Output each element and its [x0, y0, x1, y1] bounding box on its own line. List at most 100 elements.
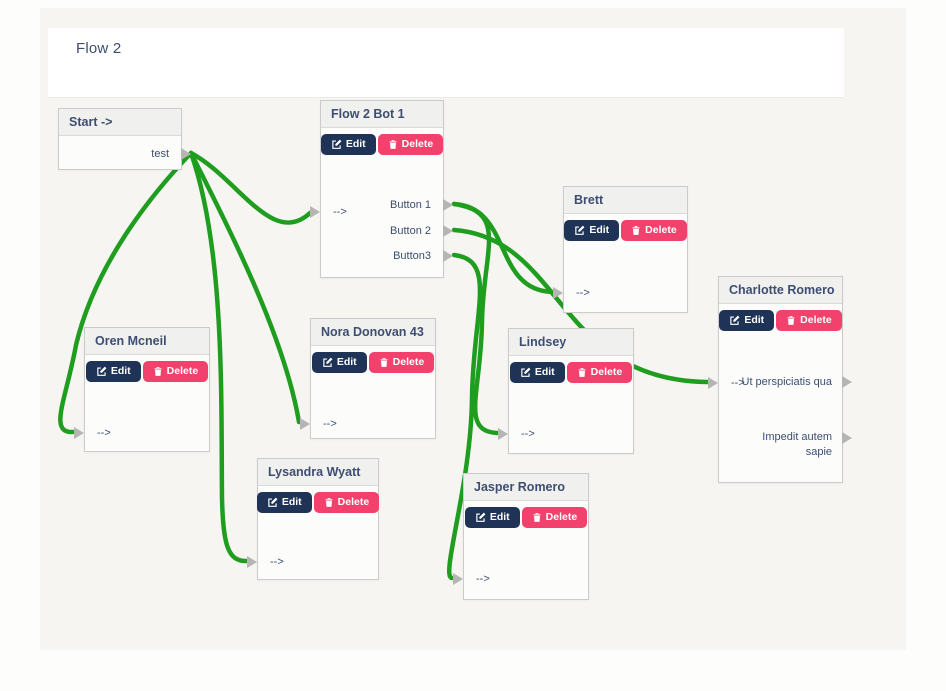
input-port-icon[interactable] — [247, 556, 257, 568]
edit-pencil-icon — [476, 512, 486, 522]
output-row: test — [59, 146, 181, 162]
input-label: --> — [270, 556, 284, 568]
input-port-icon[interactable] — [300, 418, 310, 430]
output-label: Button 2 — [390, 225, 431, 237]
node-title: Nora Donovan 43 — [311, 319, 435, 346]
edit-button[interactable]: Edit — [464, 507, 520, 528]
delete-button[interactable]: Delete — [377, 134, 444, 155]
output-port-icon[interactable] — [443, 250, 453, 262]
node-nora[interactable]: Nora Donovan 43 Edit Delete --> — [300, 318, 436, 439]
trash-icon — [787, 316, 795, 325]
output-port-icon[interactable] — [443, 199, 453, 211]
node-title: Brett — [564, 187, 687, 214]
input-row: --> — [321, 204, 443, 220]
delete-button[interactable]: Delete — [566, 362, 633, 383]
edit-button[interactable]: Edit — [564, 220, 620, 241]
input-port-icon[interactable] — [553, 287, 563, 299]
output-label: Button 1 — [390, 199, 431, 211]
edit-pencil-icon — [332, 139, 342, 149]
input-label: --> — [576, 287, 590, 299]
trash-icon — [632, 226, 640, 235]
flow-title: Flow 2 — [76, 40, 122, 57]
output-label: test — [151, 148, 169, 160]
delete-button-label: Delete — [800, 314, 832, 327]
output-text: Ut perspiciatis qua — [741, 376, 833, 388]
output-port-icon[interactable] — [842, 432, 852, 444]
delete-button[interactable]: Delete — [313, 492, 380, 513]
delete-button-label: Delete — [545, 511, 578, 524]
node-title: Jasper Romero — [464, 474, 588, 501]
output-label: Button3 — [393, 250, 431, 262]
edit-button[interactable]: Edit — [85, 361, 141, 382]
node-actions: Edit Delete — [509, 362, 633, 383]
connection-line-start-test-to-bot1-input — [188, 150, 313, 225]
delete-button[interactable]: Delete — [521, 507, 588, 528]
delete-button-label: Delete — [401, 138, 434, 151]
edit-button[interactable]: Edit — [719, 310, 775, 331]
connection-line-start-test-to-lysandra-input — [188, 150, 249, 564]
input-port-icon[interactable] — [310, 206, 320, 218]
output-port-icon[interactable] — [181, 148, 191, 160]
trash-icon — [533, 513, 541, 522]
edit-button[interactable]: Edit — [320, 134, 376, 155]
input-row: --> — [564, 285, 687, 301]
input-row: --> — [311, 416, 435, 432]
input-port-icon[interactable] — [498, 428, 508, 440]
node-actions: Edit Delete — [719, 310, 842, 331]
node-title: Start -> — [59, 109, 181, 136]
node-actions: Edit Delete — [320, 134, 444, 155]
node-actions: Edit Delete — [256, 492, 380, 513]
flow-header: Flow 2 — [48, 28, 844, 98]
edit-button-label: Edit — [281, 496, 302, 509]
input-port-icon[interactable] — [74, 427, 84, 439]
trash-icon — [325, 498, 333, 507]
input-port-icon[interactable] — [453, 573, 463, 585]
input-row: --> — [464, 571, 588, 587]
trash-icon — [389, 140, 397, 149]
delete-button[interactable]: Delete — [621, 220, 687, 241]
node-actions: Edit Delete — [311, 352, 435, 373]
output-port-icon[interactable] — [443, 225, 453, 237]
node-title: Lindsey — [509, 329, 633, 356]
node-title: Charlotte Romero — [719, 277, 842, 304]
edit-button-label: Edit — [489, 511, 510, 524]
edit-button-label: Edit — [336, 356, 357, 369]
delete-button[interactable]: Delete — [142, 361, 209, 382]
node-title: Lysandra Wyatt — [258, 459, 378, 486]
edit-button-label: Edit — [589, 224, 610, 237]
output-text: Impedit autem sapie — [762, 431, 832, 458]
edit-pencil-icon — [97, 366, 107, 376]
edit-pencil-icon — [730, 315, 740, 325]
trash-icon — [154, 367, 162, 376]
connection-line-start-test-to-nora-input — [188, 150, 302, 425]
delete-button[interactable]: Delete — [776, 310, 842, 331]
delete-button-label: Delete — [590, 366, 623, 379]
edit-button[interactable]: Edit — [509, 362, 565, 383]
output-port-icon[interactable] — [842, 376, 852, 388]
edit-pencil-icon — [323, 357, 333, 367]
delete-button-label: Delete — [645, 224, 677, 237]
edit-pencil-icon — [575, 225, 585, 235]
edit-button[interactable]: Edit — [256, 492, 312, 513]
trash-icon — [380, 358, 388, 367]
edit-button[interactable]: Edit — [311, 352, 367, 373]
output-row: Button 1 — [321, 197, 443, 213]
delete-button-label: Delete — [337, 496, 370, 509]
connection-line-bot1-button3-to-jasper-input — [447, 252, 483, 581]
connection-line-start-test-to-oren-input — [58, 150, 194, 435]
input-port-icon[interactable] — [708, 377, 718, 389]
input-label: --> — [731, 377, 745, 389]
node-actions: Edit Delete — [464, 507, 588, 528]
node-start[interactable]: Start -> test — [58, 108, 191, 170]
delete-button[interactable]: Delete — [368, 352, 435, 373]
